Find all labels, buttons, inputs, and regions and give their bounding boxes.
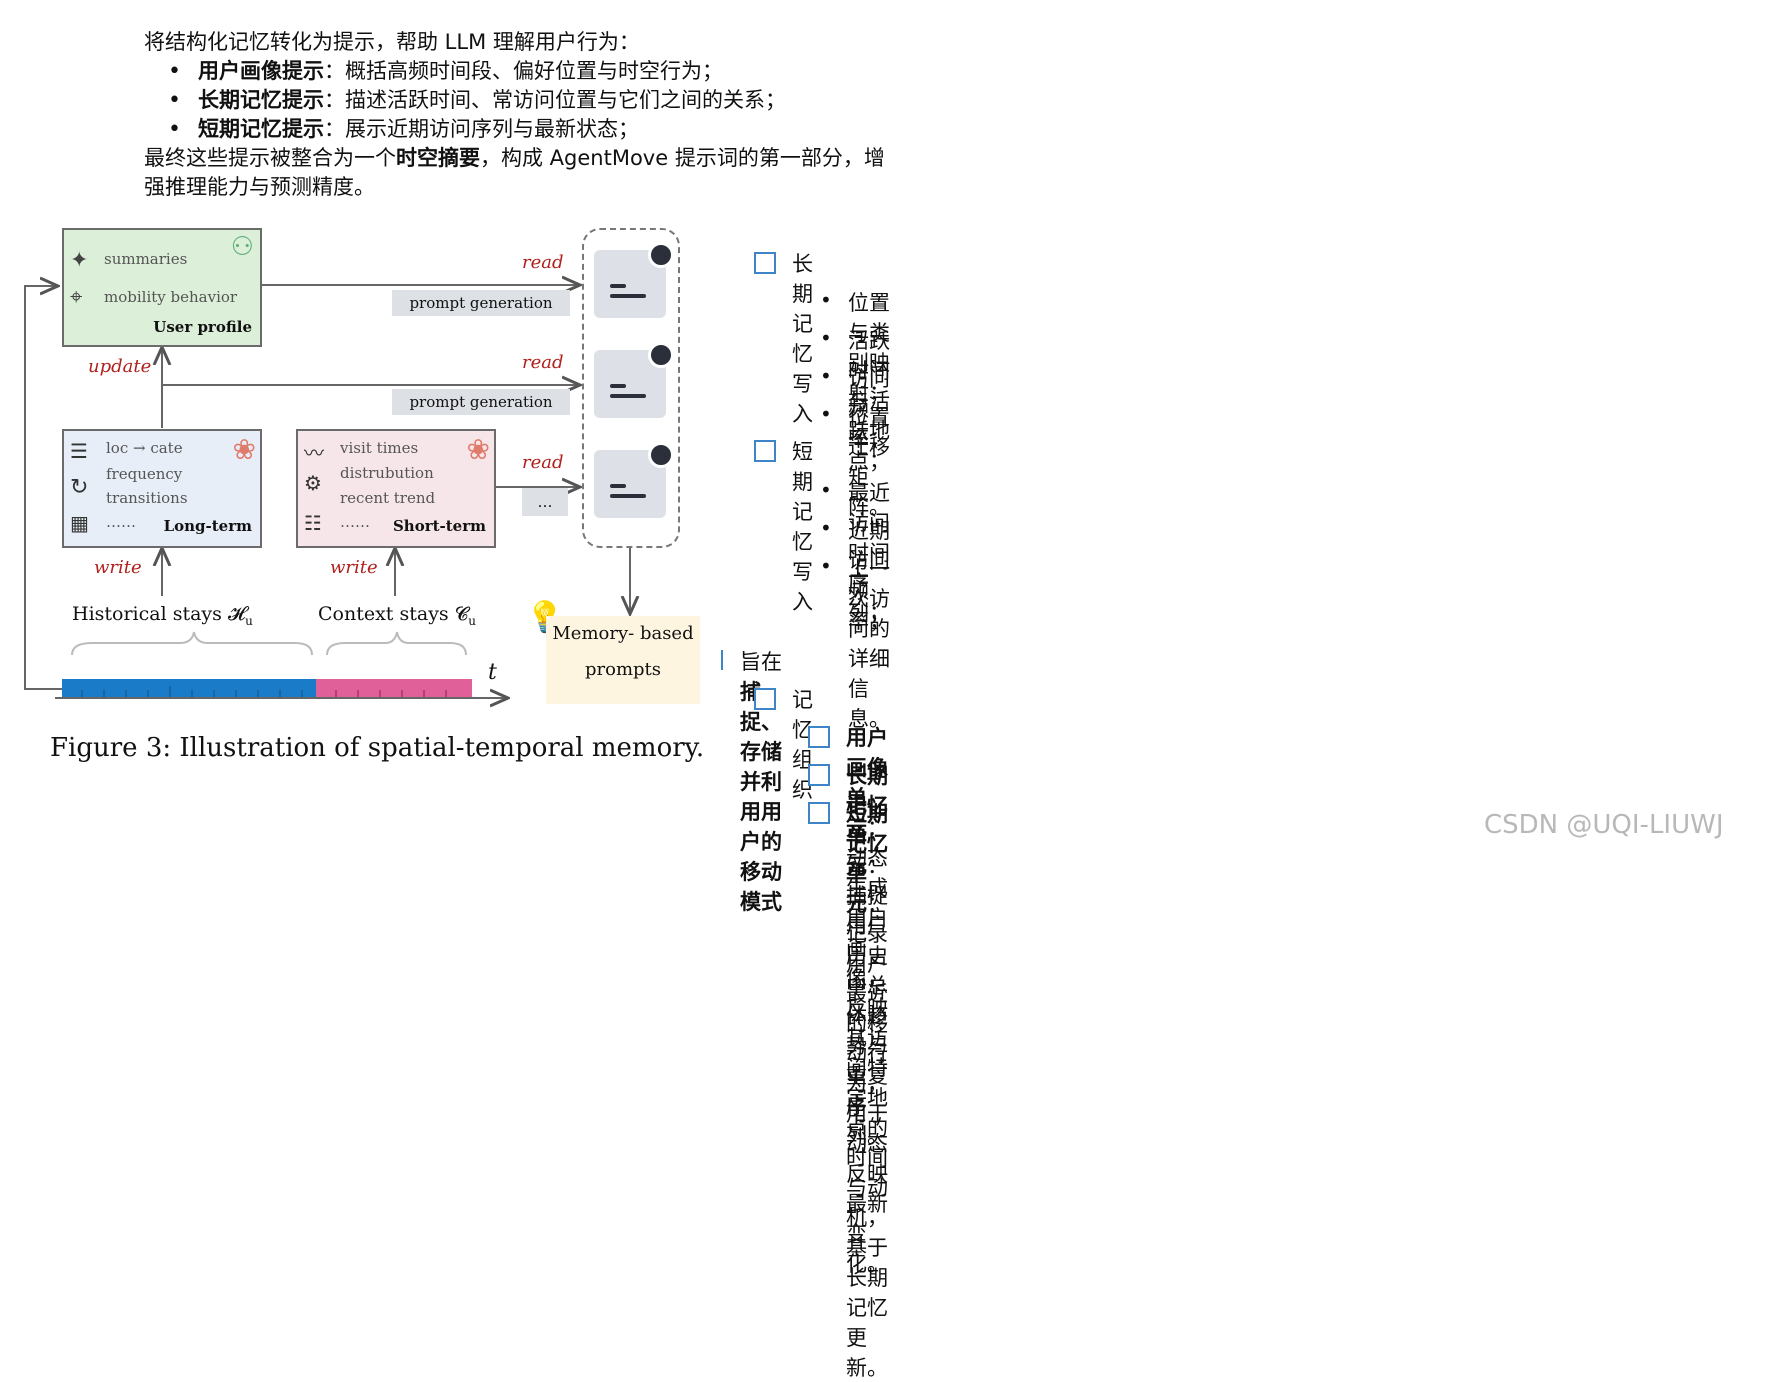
long-write-heading: 长期记忆写入	[792, 252, 813, 426]
memory-org-heading: 记忆组织	[792, 688, 813, 802]
brain-icon: ❀	[232, 433, 256, 466]
trend-icon: 〰	[304, 441, 324, 465]
memory-based-prompts: Memory- based prompts	[546, 616, 700, 704]
long-loc-cate: loc → cate	[106, 439, 183, 457]
intro-bullet: 长期记忆提示：描述活跃时间、常访问位置与它们之间的关系；	[168, 86, 924, 115]
profile-mobility: mobility behavior	[104, 288, 238, 306]
update-label: update	[88, 356, 152, 377]
read-label: read	[522, 352, 564, 373]
long-title: Long-term	[163, 517, 252, 535]
short-recent-trend: recent trend	[340, 489, 436, 507]
intro-summary-cont: 强推理能力与预测精度。	[144, 175, 375, 199]
intro-text: 将结构化记忆转化为提示，帮助 LLM 理解用户行为： 用户画像提示：概括高频时间…	[144, 28, 924, 202]
short-write-heading: 短期记忆写入	[792, 440, 813, 614]
cycle-icon: ↻	[70, 475, 89, 500]
list-icon: ☰	[70, 439, 88, 463]
diagram-connectors	[24, 0, 723, 859]
prompt-card	[594, 242, 674, 318]
short-write-item: 最近访问时间序列；	[848, 481, 890, 625]
ellipsis-tag: …	[522, 488, 568, 516]
checkbox-icon	[808, 726, 830, 748]
checkbox-icon	[754, 252, 776, 274]
write-label: write	[330, 557, 378, 578]
write-label: write	[94, 557, 142, 578]
long-ellipsis: ……	[106, 513, 136, 531]
intro-summary: 最终这些提示被整合为一个时空摘要，构成 AgentMove 提示词的第一部分，增	[144, 146, 885, 170]
map-pin-icon: ⌖	[70, 285, 83, 310]
short-write-item: 近期访问频率；	[848, 519, 890, 633]
grid-icon: ▦	[70, 511, 89, 535]
short-ellipsis: ……	[340, 513, 370, 531]
read-label: read	[522, 452, 564, 473]
intro-bullet: 用户画像提示：概括高频时间段、偏好位置与时空行为；	[168, 57, 924, 86]
checkbox-icon	[808, 764, 830, 786]
historical-bar	[62, 679, 316, 697]
prompt-card	[594, 442, 674, 518]
user-icon: ⚇	[230, 232, 254, 262]
prompt-generation-tag: prompt generation	[392, 290, 570, 316]
prompt-cards-column	[582, 228, 680, 548]
long-write-item: 位置迁移矩阵。	[848, 405, 890, 519]
long-write-item: 活跃时间与活跃地点；	[848, 329, 890, 473]
short-term-box: 〰 visit times ⚙ distrubution recent tren…	[296, 429, 496, 548]
long-write-item: 访问频率；	[848, 367, 890, 451]
checkbox-icon	[754, 440, 776, 462]
sparkle-icon: ✦	[70, 248, 89, 273]
context-bar	[316, 679, 472, 697]
read-label: read	[522, 252, 564, 273]
historical-stays-label: Historical stays 𝓗u	[72, 603, 253, 628]
unit-item: 短期记忆单元：记录用户最近的移动行为，用于动态反映最新变化。	[846, 802, 888, 1276]
context-stays-label: Context stays 𝓒u	[318, 603, 476, 628]
short-write-item: 上一次访问的详细信息。	[848, 557, 890, 731]
short-visit-times: visit times	[340, 439, 419, 457]
intro-bullets: 用户画像提示：概括高频时间段、偏好位置与时空行为； 长期记忆提示：描述活跃时间、…	[144, 57, 924, 144]
long-write-item: 位置与类别映射；	[848, 291, 890, 405]
brain-icon: ❀	[466, 433, 490, 466]
time-axis-label: t	[488, 660, 497, 685]
profile-title: User profile	[153, 318, 252, 336]
prompt-card	[594, 342, 674, 418]
long-frequency: frequency	[106, 465, 183, 483]
short-distribution: distrubution	[340, 464, 434, 482]
watermark: CSDN @UQI-LIUWJ	[1484, 810, 1724, 840]
checklist-icon: ☷	[304, 511, 322, 535]
long-term-box: ☰ loc → cate frequency ↻ transitions ▦ ……	[62, 429, 262, 548]
figure-caption: Figure 3: Illustration of spatial-tempor…	[50, 733, 705, 763]
user-profile-box: ✦ summaries ⌖ mobility behavior User pro…	[62, 228, 262, 347]
intro-bullet: 短期记忆提示：展示近期访问序列与最新状态；	[168, 115, 924, 144]
aim-text: 旨在捕捉、存储并利用用户的移动模式	[740, 650, 782, 914]
long-transitions: transitions	[106, 489, 188, 507]
short-title: Short-term	[392, 517, 486, 535]
profile-summaries: summaries	[104, 250, 188, 268]
distribution-icon: ⚙	[304, 471, 322, 495]
intro-line1: 将结构化记忆转化为提示，帮助 LLM 理解用户行为：	[144, 30, 640, 54]
checkbox-icon	[754, 688, 776, 710]
prompt-generation-tag: prompt generation	[392, 389, 570, 415]
checkbox-icon	[808, 802, 830, 824]
